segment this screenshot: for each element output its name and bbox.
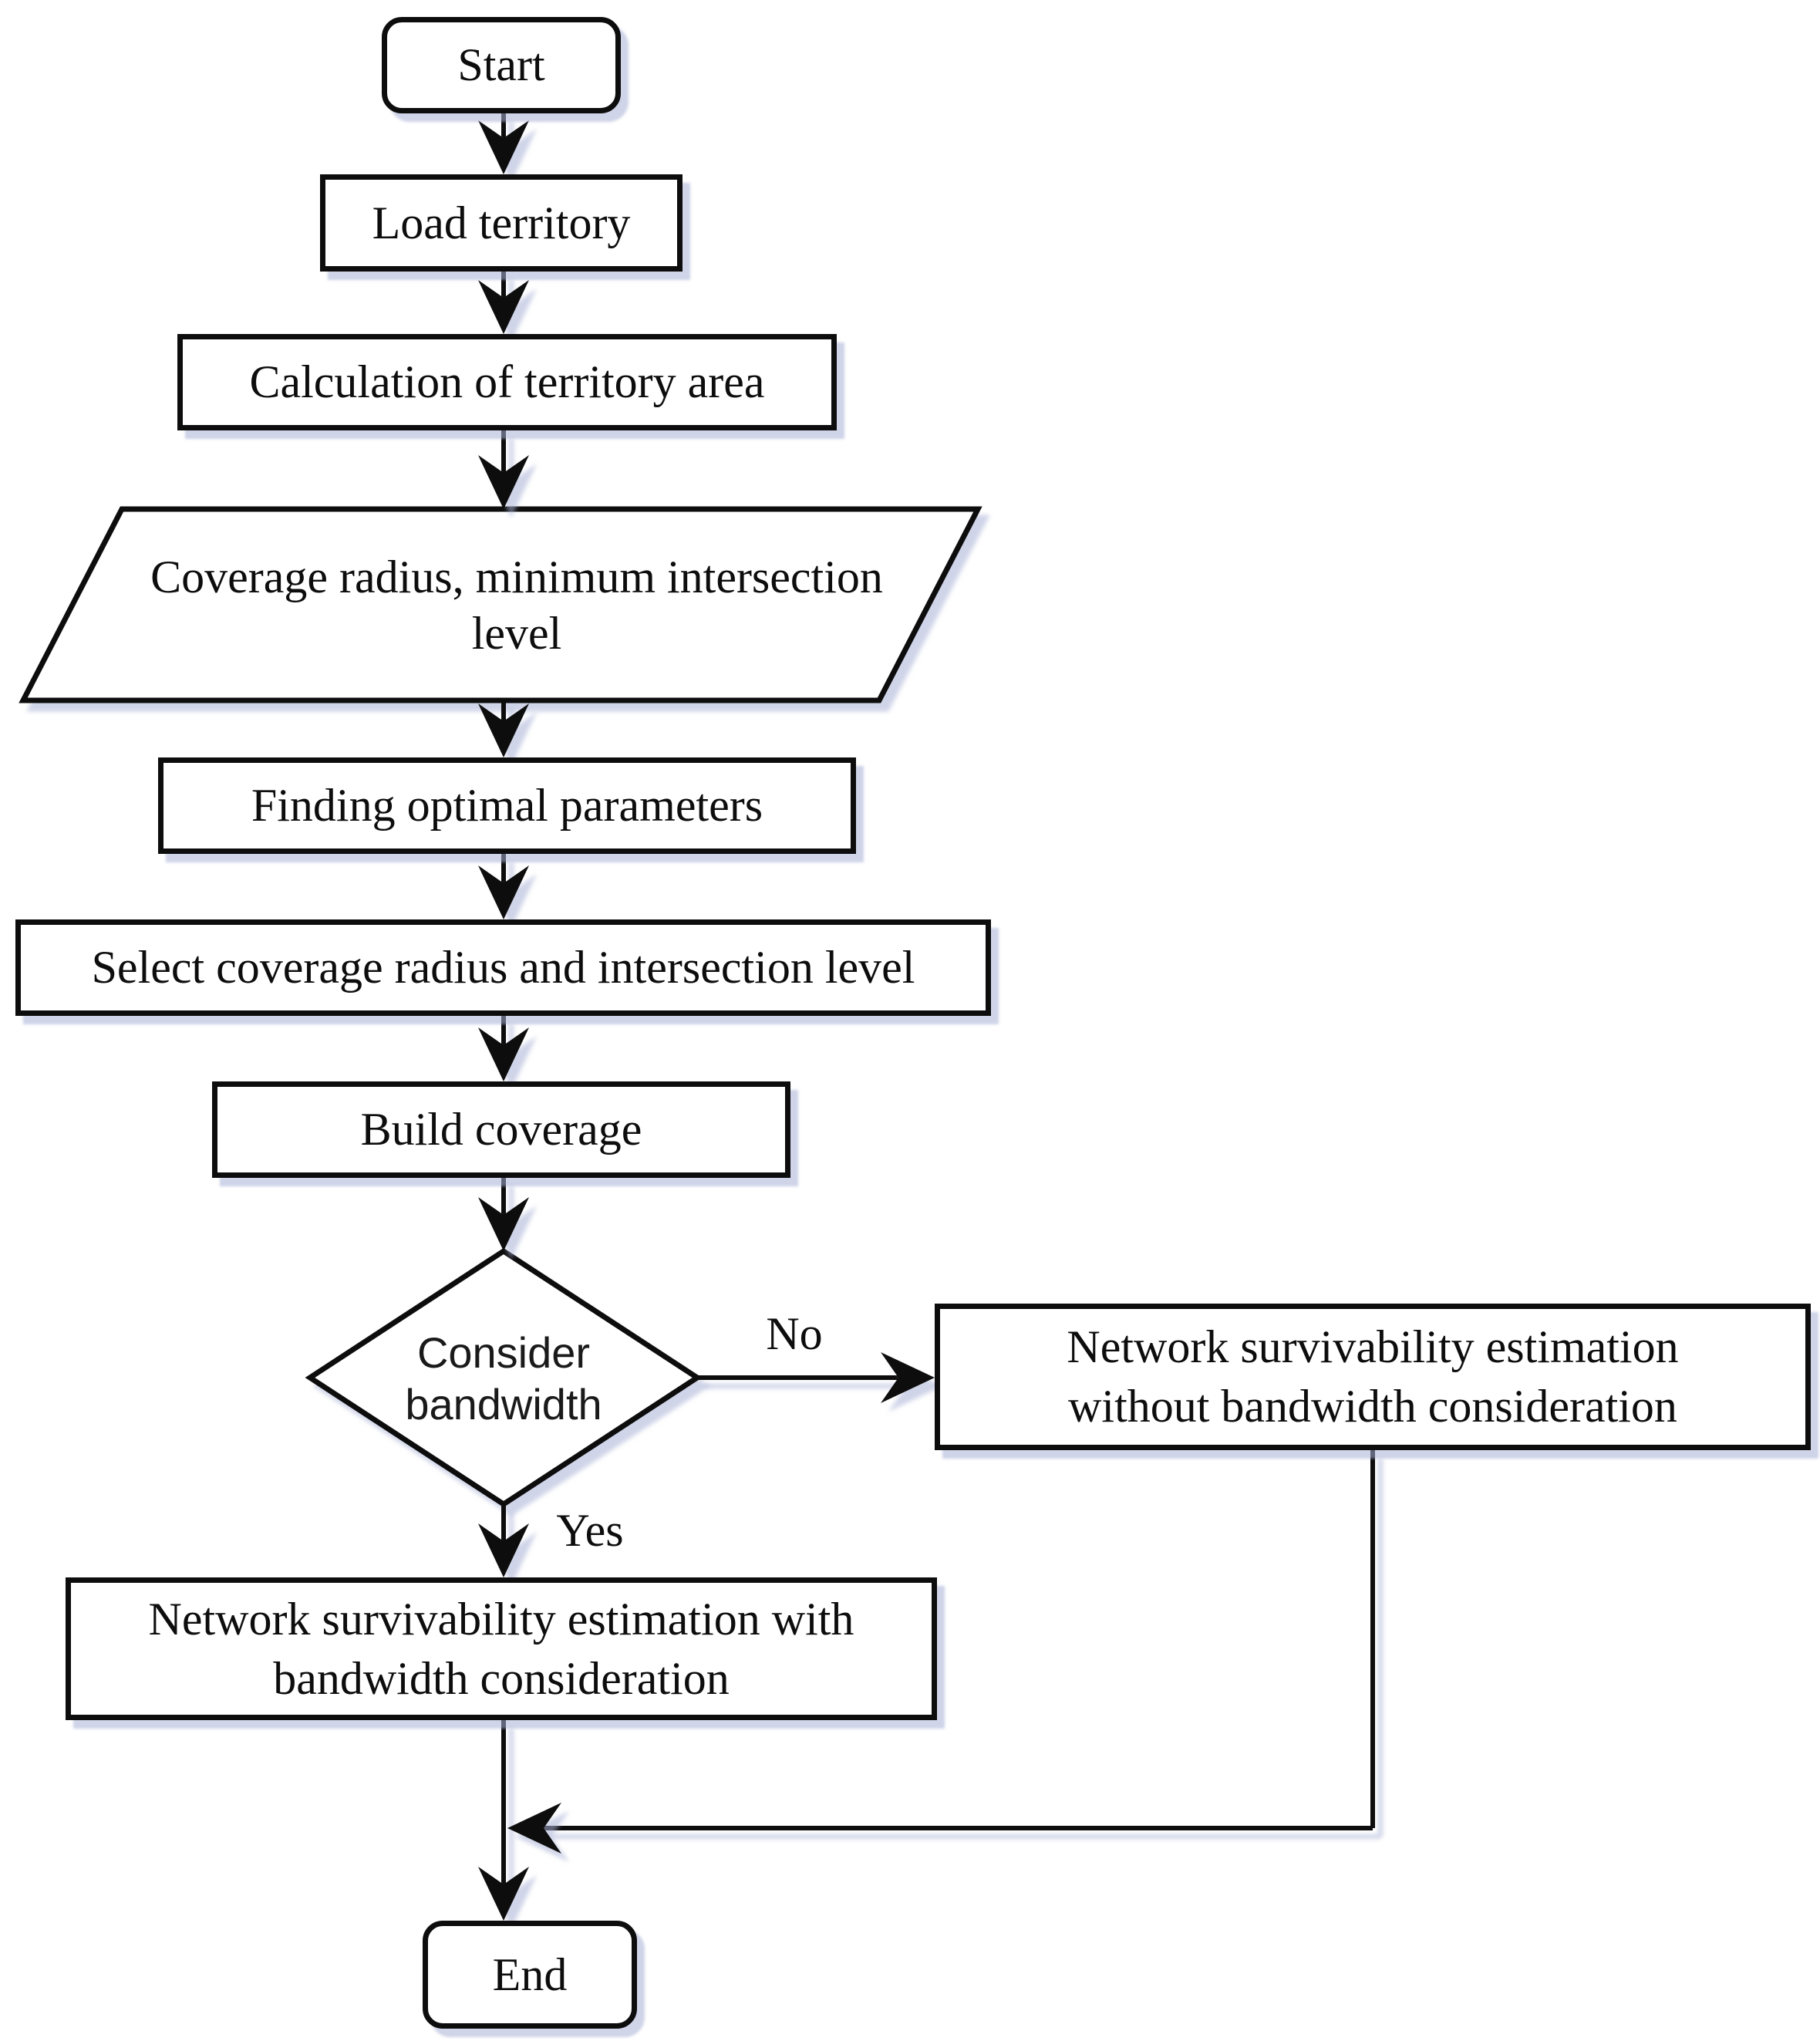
end-label: End xyxy=(492,1948,568,2000)
calc-territory-area-label: Calculation of territory area xyxy=(249,356,765,408)
estimation-without-bandwidth-label: Network survivability estimation without… xyxy=(1067,1321,1679,1432)
flow-arrowheads xyxy=(478,120,935,1921)
select-coverage-radius-label: Select coverage radius and intersection … xyxy=(91,942,915,994)
start-node: Start xyxy=(382,17,621,113)
build-coverage-label: Build coverage xyxy=(360,1104,642,1155)
load-territory-node: Load territory xyxy=(320,174,682,272)
edge-label-yes: Yes xyxy=(556,1505,624,1557)
input-params-label: Coverage radius, minimum intersection le… xyxy=(150,551,883,659)
consider-bandwidth-decision-node: Consider bandwidth xyxy=(365,1311,642,1446)
edge-label-no: No xyxy=(766,1308,823,1360)
build-coverage-node: Build coverage xyxy=(212,1081,790,1178)
estimation-with-bandwidth-label: Network survivability estimation with ba… xyxy=(148,1593,854,1704)
end-node: End xyxy=(423,1921,637,2029)
estimation-without-bandwidth-node: Network survivability estimation without… xyxy=(935,1304,1811,1450)
flow-lines xyxy=(501,113,1375,1887)
input-params-node: Coverage radius, minimum intersection le… xyxy=(108,532,925,679)
consider-bandwidth-label: Consider bandwidth xyxy=(405,1328,602,1429)
finding-optimal-parameters-label: Finding optimal parameters xyxy=(251,780,763,832)
estimation-with-bandwidth-node: Network survivability estimation with ba… xyxy=(66,1577,937,1720)
select-coverage-radius-node: Select coverage radius and intersection … xyxy=(15,919,991,1016)
calc-territory-area-node: Calculation of territory area xyxy=(177,334,837,430)
load-territory-label: Load territory xyxy=(372,197,631,248)
finding-optimal-parameters-node: Finding optimal parameters xyxy=(158,757,856,854)
input-parallelogram-shape xyxy=(19,506,982,703)
start-label: Start xyxy=(457,39,545,91)
